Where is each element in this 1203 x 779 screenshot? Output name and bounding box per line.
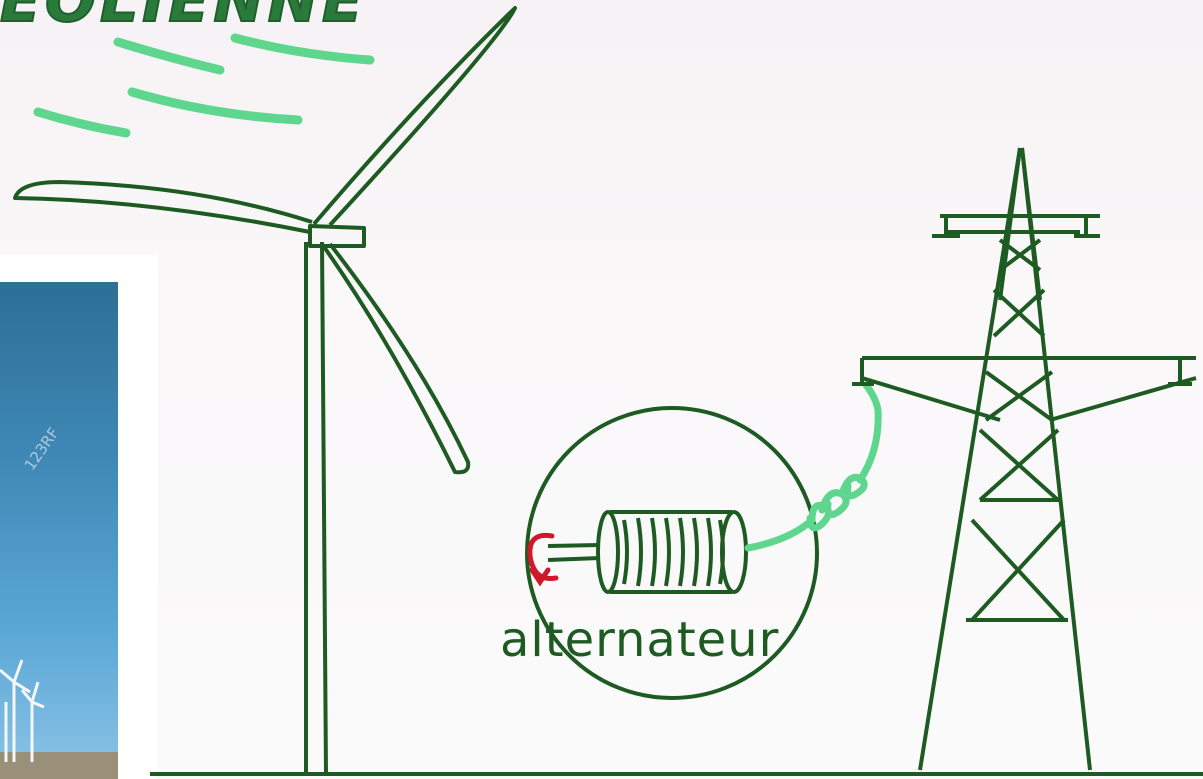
wind-strokes-icon [38,38,370,133]
power-pylon-icon [852,148,1196,770]
power-cable-icon [748,385,878,548]
alternator-label: alternateur [500,612,779,668]
